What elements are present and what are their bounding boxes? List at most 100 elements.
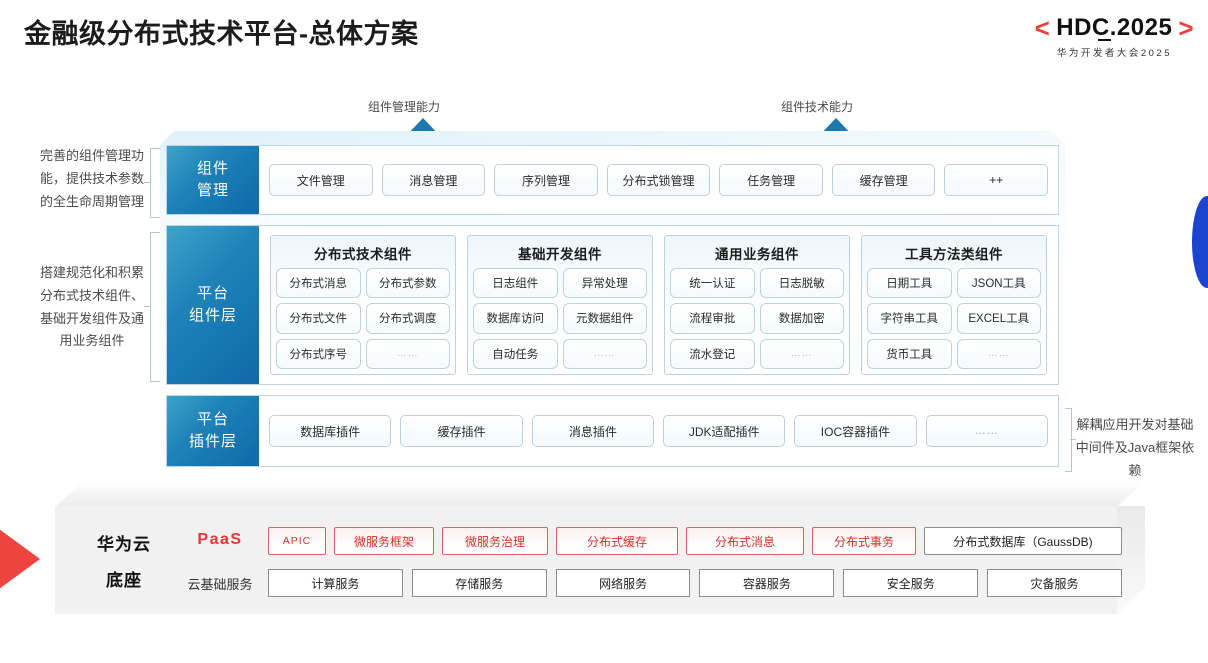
cell-more[interactable]: …… (759, 338, 844, 369)
cell-database-access[interactable]: 数据库访问 (473, 303, 558, 334)
cloud-services-row: 计算服务 存储服务 网络服务 容器服务 安全服务 灾备服务 (268, 569, 1122, 597)
hdc-logo-main: < HDC.2025 > (944, 14, 1194, 42)
cell-exception-handling[interactable]: 异常处理 (562, 268, 647, 299)
blue-lens-decoration (1192, 196, 1208, 288)
paas-box-distributed-cache[interactable]: 分布式缓存 (556, 527, 678, 555)
bracket-tick-left-top (144, 182, 150, 183)
group-grid-tool-methods: 日期工具 JSON工具 字符串工具 EXCEL工具 货币工具 …… (867, 268, 1041, 369)
cell-more[interactable]: …… (956, 338, 1041, 369)
cell-process-approval[interactable]: 流程审批 (670, 303, 755, 334)
cloud-box-compute[interactable]: 计算服务 (268, 569, 403, 597)
pill-message-management[interactable]: 消息管理 (381, 164, 486, 196)
cloud-service-label: 云基础服务 (187, 577, 253, 592)
layer-title-line-1: 平台 (196, 284, 229, 302)
group-title-common-business: 通用业务组件 (715, 247, 799, 262)
cell-string-tool[interactable]: 字符串工具 (867, 303, 952, 334)
cell-log-masking[interactable]: 日志脱敏 (759, 268, 844, 299)
cell-unified-auth[interactable]: 统一认证 (670, 268, 755, 299)
pill-database-plugin[interactable]: 数据库插件 (269, 415, 392, 447)
paas-items-row: APIC 微服务框架 微服务治理 分布式缓存 分布式消息 分布式事务 分布式数据… (268, 527, 1122, 555)
arrow-label-component-management: 组件管理能力 (368, 100, 441, 114)
group-grid-common-business: 统一认证 日志脱敏 流程审批 数据加密 流水登记 …… (670, 268, 844, 369)
pill-jdk-adapter-plugin[interactable]: JDK适配插件 (662, 415, 786, 447)
cell-more[interactable]: …… (365, 338, 450, 369)
pill-message-plugin[interactable]: 消息插件 (531, 415, 654, 447)
base-label: 华为云 底座 (78, 527, 170, 598)
cell-log-component[interactable]: 日志组件 (473, 268, 558, 299)
annotation-right-plugin-layer: 解耦应用开发对基础中间件及Java框架依赖 (1075, 417, 1195, 478)
pill-task-management[interactable]: 任务管理 (719, 164, 823, 196)
cloud-box-security[interactable]: 安全服务 (843, 569, 979, 597)
cell-data-encryption[interactable]: 数据加密 (759, 303, 844, 334)
group-grid-distributed-tech: 分布式消息 分布式参数 分布式文件 分布式调度 分布式序号 …… (276, 268, 450, 369)
slab-top-face (55, 481, 1145, 507)
annotation-left-component-layer: 搭建规范化和积累分布式技术组件、基础开发组件及通用业务组件 (39, 265, 144, 349)
cell-distributed-param[interactable]: 分布式参数 (365, 268, 450, 299)
pill-distributed-lock-management[interactable]: 分布式锁管理 (606, 164, 711, 196)
layer-body-component-management: 文件管理 消息管理 序列管理 分布式锁管理 任务管理 缓存管理 ++ (259, 146, 1058, 214)
bracket-left-bottom (150, 232, 160, 382)
layer-title-component-management: 组件 管理 (167, 146, 259, 214)
cell-distributed-schedule[interactable]: 分布式调度 (365, 303, 450, 334)
layer-title-line-1: 平台 (196, 410, 229, 428)
page-title: 金融级分布式技术平台-总体方案 (24, 19, 419, 49)
cloud-box-container[interactable]: 容器服务 (699, 569, 835, 597)
layer-title-line-2: 管理 (196, 182, 229, 199)
layer-title-line-2: 组件层 (188, 307, 237, 324)
cell-distributed-file[interactable]: 分布式文件 (276, 303, 361, 334)
cell-excel-tool[interactable]: EXCEL工具 (956, 303, 1041, 334)
paas-box-apic[interactable]: APIC (268, 527, 326, 555)
base-label-line-1: 华为云 (97, 535, 151, 554)
hdc-logo: < HDC.2025 > 华为开发者大会2025 (944, 14, 1194, 59)
pill-cache-management[interactable]: 缓存管理 (831, 164, 936, 196)
layer-title-platform-plugin: 平台 插件层 (167, 396, 259, 466)
pill-ioc-container-plugin[interactable]: IOC容器插件 (794, 415, 917, 447)
annotation-left-component-management: 完善的组件管理功能，提供技术参数的全生命周期管理 (39, 148, 144, 209)
pill-more[interactable]: ++ (944, 164, 1049, 196)
platform-stack: 组件 管理 文件管理 消息管理 序列管理 分布式锁管理 任务管理 缓存管理 ++… (160, 131, 1065, 474)
cell-json-tool[interactable]: JSON工具 (956, 268, 1041, 299)
layer-title-line-2: 插件层 (188, 433, 237, 450)
cloud-box-disaster-recovery[interactable]: 灾备服务 (987, 569, 1122, 597)
paas-box-distributed-database[interactable]: 分布式数据库（GaussDB) (924, 527, 1122, 555)
paas-box-microservice-governance[interactable]: 微服务治理 (442, 527, 548, 555)
angle-bracket-right-icon: > (1178, 13, 1194, 43)
group-common-business: 通用业务组件 统一认证 日志脱敏 流程审批 数据加密 流水登记 …… (664, 235, 850, 375)
paas-box-distributed-message[interactable]: 分布式消息 (686, 527, 804, 555)
cloud-box-network[interactable]: 网络服务 (555, 569, 691, 597)
pill-more[interactable]: …… (925, 415, 1048, 447)
cell-more[interactable]: …… (562, 338, 647, 369)
group-basic-development: 基础开发组件 日志组件 异常处理 数据库访问 元数据组件 自动任务 …… (467, 235, 653, 375)
bracket-tick-left-bottom (144, 306, 150, 307)
cell-auto-task[interactable]: 自动任务 (473, 338, 558, 369)
pill-cache-plugin[interactable]: 缓存插件 (400, 415, 523, 447)
bracket-left-top (150, 148, 160, 218)
red-wedge-decoration (0, 505, 40, 613)
cloud-box-storage[interactable]: 存储服务 (411, 569, 547, 597)
layer-body-platform-plugin: 数据库插件 缓存插件 消息插件 JDK适配插件 IOC容器插件 …… (259, 396, 1058, 466)
bracket-right (1062, 408, 1072, 472)
paas-box-microservice-framework[interactable]: 微服务框架 (334, 527, 434, 555)
hdc-logo-subtitle: 华为开发者大会2025 (1056, 48, 1172, 59)
slab-side-face (1117, 506, 1145, 614)
cell-distributed-sequence[interactable]: 分布式序号 (276, 338, 361, 369)
pill-sequence-management[interactable]: 序列管理 (494, 164, 598, 196)
paas-box-distributed-transaction[interactable]: 分布式事务 (812, 527, 916, 555)
pill-file-management[interactable]: 文件管理 (269, 164, 373, 196)
cell-metadata-component[interactable]: 元数据组件 (562, 303, 647, 334)
layer-title-platform-component: 平台 组件层 (167, 226, 259, 384)
group-tool-methods: 工具方法类组件 日期工具 JSON工具 字符串工具 EXCEL工具 货币工具 …… (861, 235, 1047, 375)
cell-currency-tool[interactable]: 货币工具 (867, 338, 952, 369)
cell-distributed-message[interactable]: 分布式消息 (276, 268, 361, 299)
paas-label: PaaS (197, 531, 243, 548)
arrow-label-component-technology: 组件技术能力 (781, 100, 854, 114)
layer-platform-component: 平台 组件层 分布式技术组件 分布式消息 分布式参数 分布式文件 分布式调度 分… (166, 225, 1059, 385)
huawei-cloud-base-slab (55, 506, 1117, 614)
group-title-distributed-tech: 分布式技术组件 (314, 247, 412, 262)
cell-date-tool[interactable]: 日期工具 (867, 268, 952, 299)
layer-title-line-1: 组件 (196, 159, 229, 177)
hdc-logo-text: HDC.2025 (1056, 14, 1173, 41)
cell-transaction-record[interactable]: 流水登记 (670, 338, 755, 369)
group-distributed-tech: 分布式技术组件 分布式消息 分布式参数 分布式文件 分布式调度 分布式序号 …… (270, 235, 456, 375)
angle-bracket-left-icon: < (1034, 13, 1051, 43)
